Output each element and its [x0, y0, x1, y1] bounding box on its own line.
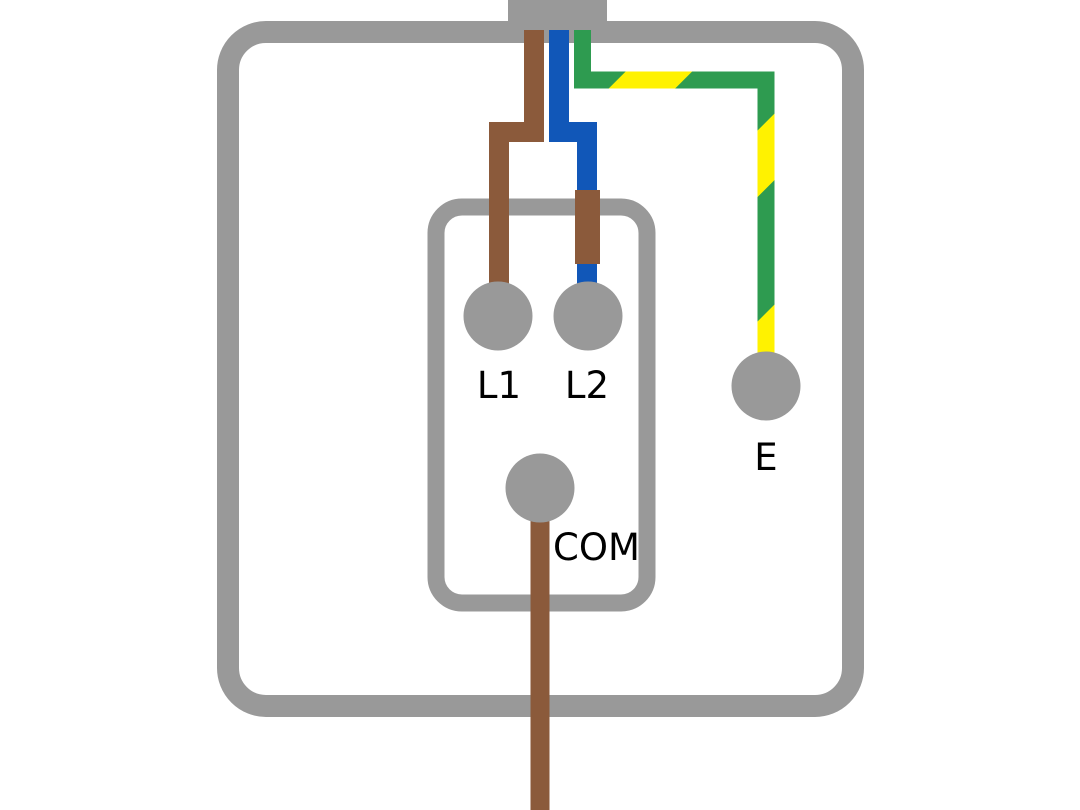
- cable-entry: [508, 0, 607, 30]
- terminal-label-e: E: [754, 436, 777, 479]
- terminal-com: [505, 453, 575, 523]
- terminal-l2: [553, 281, 623, 351]
- terminal-label-l1: L1: [477, 364, 521, 407]
- brown-sleeve: [575, 190, 600, 264]
- live-wire-l1: [489, 24, 544, 302]
- terminal-l1: [463, 281, 533, 351]
- earth-wire: [574, 24, 775, 354]
- terminal-e: [731, 351, 801, 421]
- terminal-label-com: COM: [553, 526, 640, 569]
- terminal-label-l2: L2: [565, 364, 609, 407]
